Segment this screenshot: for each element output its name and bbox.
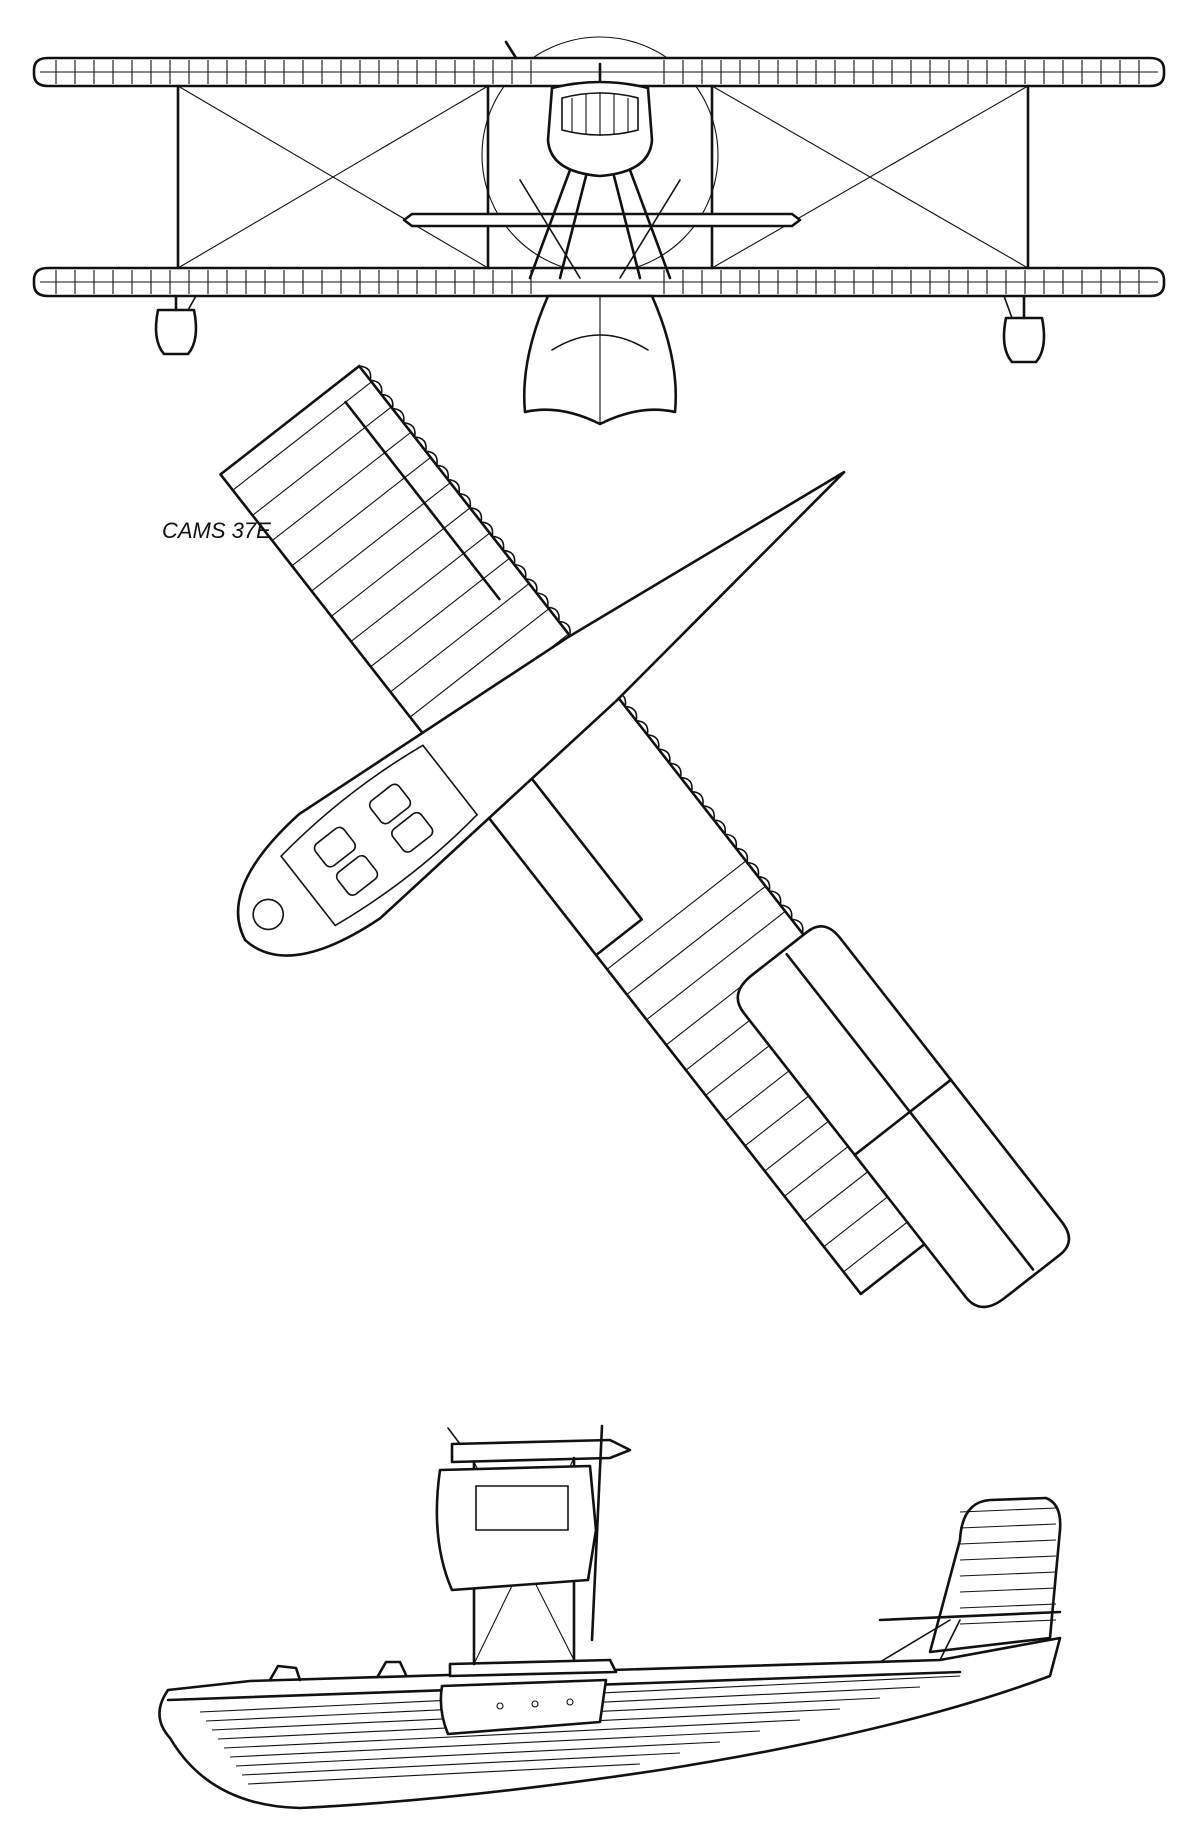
lower-wing-ribs <box>40 270 1158 294</box>
side-sponson <box>441 1680 606 1734</box>
tailplane-front <box>404 214 800 226</box>
side-hull <box>159 1638 1060 1808</box>
side-view <box>159 1426 1060 1808</box>
bow-hatch <box>247 893 289 935</box>
side-lower-wing <box>450 1660 616 1676</box>
side-engine <box>437 1466 596 1590</box>
right-float <box>1004 318 1044 362</box>
gun-side <box>448 1428 460 1444</box>
plan-hull <box>204 420 884 992</box>
left-float <box>156 310 196 354</box>
engine-block <box>476 1486 568 1530</box>
gun-front <box>506 42 516 58</box>
pilot-windscreen <box>378 1662 406 1676</box>
front-view <box>34 37 1164 424</box>
side-upper-wing <box>452 1440 630 1462</box>
left-aileron <box>346 402 500 599</box>
side-propeller <box>592 1426 602 1640</box>
figure-caption: CAMS 37E <box>162 518 271 543</box>
plan-view <box>204 363 1077 1317</box>
side-tailplane <box>880 1612 1060 1620</box>
cockpit-opening <box>277 741 480 931</box>
fin-ribs <box>960 1508 1056 1624</box>
bow-cockpit <box>270 1666 300 1680</box>
radiator-grille <box>562 93 638 135</box>
